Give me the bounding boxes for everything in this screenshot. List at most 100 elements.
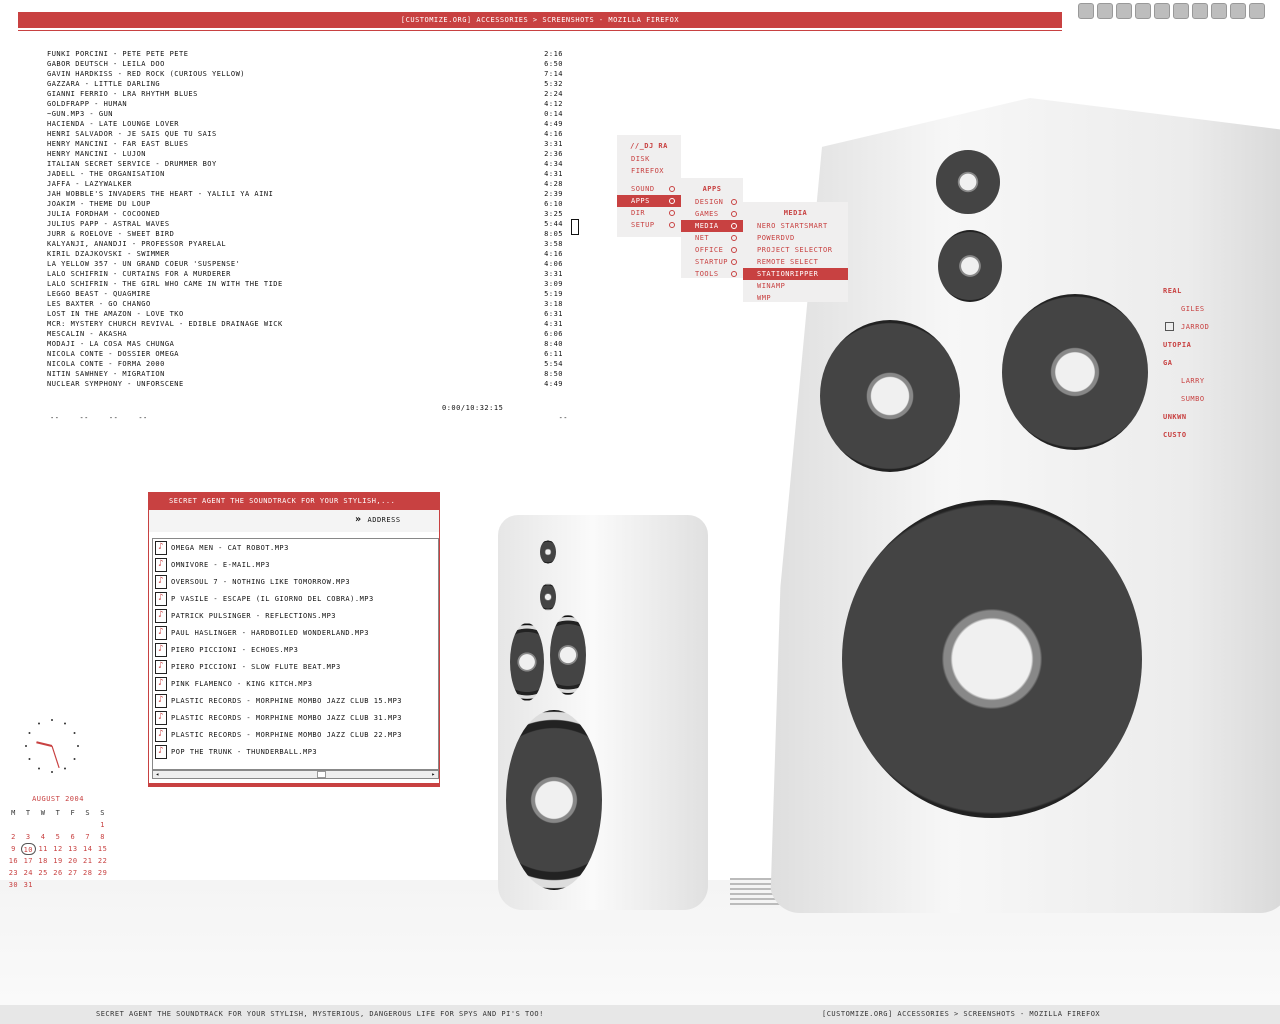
menu-item-firefox[interactable]: firefox: [631, 167, 665, 175]
drive-icon[interactable]: [1116, 3, 1132, 19]
calendar-day[interactable]: 28: [83, 869, 93, 877]
playlist-row[interactable]: nicola conte - dossier omega6:11: [47, 349, 563, 359]
calendar-day[interactable]: 10: [20, 843, 36, 855]
window-icon[interactable]: [1173, 3, 1189, 19]
file-row[interactable]: plastic records - morphine mombo jazz cl…: [153, 692, 438, 709]
playlist-row[interactable]: jurr & roelove - sweet bird8:05: [47, 229, 563, 239]
mouse-icon[interactable]: [1097, 3, 1113, 19]
menu-item-setup[interactable]: setup: [617, 219, 681, 231]
calendar-day[interactable]: 19: [53, 857, 63, 865]
launcher-item-larry[interactable]: larry: [1181, 377, 1205, 385]
menu-item-tools[interactable]: tools: [681, 268, 743, 280]
playlist-row[interactable]: henri salvador - je sais que tu sais4:16: [47, 129, 563, 139]
playlist-row[interactable]: kalyanji, anandji - professor pyarelal3:…: [47, 239, 563, 249]
calendar-day[interactable]: 1: [100, 821, 105, 829]
calendar-day[interactable]: 31: [23, 881, 33, 889]
playlist-control-button[interactable]: --: [108, 414, 119, 422]
launcher-item-ga[interactable]: ga: [1163, 359, 1173, 367]
calendar-day[interactable]: 6: [70, 833, 76, 841]
playlist-row[interactable]: nitin sawhney - migration8:50: [47, 369, 563, 379]
menu-item-remote-select[interactable]: remote select: [757, 258, 819, 266]
menu-item-games[interactable]: games: [681, 208, 743, 220]
launcher-item-real[interactable]: real: [1163, 287, 1182, 295]
file-row[interactable]: piero piccioni - echoes.mp3: [153, 641, 438, 658]
playlist-row[interactable]: goldfrapp - human4:12: [47, 99, 563, 109]
calendar-day[interactable]: 30: [8, 881, 19, 889]
menu-item-winamp[interactable]: winamp: [757, 282, 786, 290]
playlist-row[interactable]: leggo beast - quagmire5:19: [47, 289, 563, 299]
playlist-row[interactable]: jaffa - lazywalker4:28: [47, 179, 563, 189]
window-titlebar[interactable]: [customize.org] accessories > screenshot…: [18, 12, 1062, 30]
monitor-icon[interactable]: [1211, 3, 1227, 19]
playlist-row[interactable]: gabor deutsch - leila doo6:50: [47, 59, 563, 69]
cd-icon[interactable]: [1192, 3, 1208, 19]
menu-item-powerdvd[interactable]: powerdvd: [757, 234, 795, 242]
scrollbar-thumb[interactable]: [316, 771, 326, 778]
launcher-item-giles[interactable]: giles: [1181, 305, 1205, 313]
file-row[interactable]: plastic records - morphine mombo jazz cl…: [153, 709, 438, 726]
file-row[interactable]: plastic records - morphine mombo jazz cl…: [153, 726, 438, 743]
menu-item-net[interactable]: net: [681, 232, 743, 244]
calendar-day[interactable]: 11: [38, 845, 48, 853]
calendar-day[interactable]: 22: [97, 857, 108, 865]
address-button[interactable]: » address: [355, 514, 401, 525]
playlist-row[interactable]: funki porcini - pete pete pete2:16: [47, 49, 563, 59]
launcher-item-custo[interactable]: custo: [1163, 431, 1187, 439]
network-icon[interactable]: [1135, 3, 1151, 19]
menu-item-apps[interactable]: apps: [617, 195, 681, 207]
playlist-row[interactable]: joakim - theme du loup6:10: [47, 199, 563, 209]
calendar-day[interactable]: 27: [68, 869, 78, 877]
playlist-row[interactable]: mcr: mystery church revival - edible dra…: [47, 319, 563, 329]
playlist-row[interactable]: kiril dzajkovski - swimmer4:16: [47, 249, 563, 259]
playlist-row[interactable]: lalo schifrin - the girl who came in wit…: [47, 279, 563, 289]
playlist-row[interactable]: jadell - the organisation4:31: [47, 169, 563, 179]
launcher-item-sumbo[interactable]: sumbo: [1181, 395, 1205, 403]
playlist-row[interactable]: julius papp - astral waves5:44: [47, 219, 563, 229]
launcher-item-unkwn[interactable]: unkwn: [1163, 413, 1187, 421]
tools-icon[interactable]: [1249, 3, 1265, 19]
file-manager-titlebar[interactable]: secret agent the soundtrack for your sty…: [149, 493, 439, 510]
menu-item-office[interactable]: office: [681, 244, 743, 256]
playlist-row[interactable]: gianni ferrio - lra rhythm blues2:24: [47, 89, 563, 99]
file-row[interactable]: omnivore - e-mail.mp3: [153, 556, 438, 573]
menu-item-dir[interactable]: dir: [617, 207, 681, 219]
playlist-row[interactable]: gavin hardkiss - red rock (curious yello…: [47, 69, 563, 79]
brush-icon[interactable]: [1154, 3, 1170, 19]
file-row[interactable]: omega men - cat robot.mp3: [153, 539, 438, 556]
calendar-day[interactable]: 15: [97, 845, 108, 853]
firefox-icon[interactable]: [1078, 3, 1094, 19]
file-row[interactable]: pop the trunk - thunderball.mp3: [153, 743, 438, 760]
playlist-row[interactable]: ~gun.mp3 - gun0:14: [47, 109, 563, 119]
calendar-day[interactable]: 16: [8, 857, 19, 865]
calendar-day[interactable]: 23: [8, 869, 19, 877]
calendar-day[interactable]: 13: [68, 845, 78, 853]
file-row[interactable]: patrick pulsinger - reflections.mp3: [153, 607, 438, 624]
calendar-day[interactable]: 26: [53, 869, 63, 877]
file-row[interactable]: piero piccioni - slow flute beat.mp3: [153, 658, 438, 675]
calendar-day[interactable]: 14: [83, 845, 93, 853]
menu-item-project-selector[interactable]: project selector: [757, 246, 833, 254]
file-row[interactable]: paul haslinger - hardboiled wonderland.m…: [153, 624, 438, 641]
menu-item-sound[interactable]: sound: [617, 183, 681, 195]
launcher-item-jarrod[interactable]: jarrod: [1163, 318, 1263, 336]
menu-item-media[interactable]: media: [681, 220, 743, 232]
file-row[interactable]: pink flamenco - king kitch.mp3: [153, 675, 438, 692]
playlist-row[interactable]: gazzara - little darling5:32: [47, 79, 563, 89]
playlist-row[interactable]: julia fordham - cocooned3:25: [47, 209, 563, 219]
file-row[interactable]: oversoul 7 - nothing like tomorrow.mp3: [153, 573, 438, 590]
calendar-day[interactable]: 9: [11, 845, 16, 853]
menu-item-stationripper[interactable]: stationripper: [743, 268, 848, 280]
file-row[interactable]: p vasile - escape (il giorno del cobra).…: [153, 590, 438, 607]
menu-item-disk[interactable]: disk: [631, 155, 650, 163]
menu-item-nero-startsmart[interactable]: nero startsmart: [757, 222, 828, 230]
calendar-day[interactable]: 12: [53, 845, 63, 853]
horizontal-scrollbar[interactable]: ◂ ▸: [152, 770, 439, 779]
calendar-day[interactable]: 5: [55, 833, 61, 841]
calendar-day[interactable]: 4: [40, 833, 46, 841]
playlist-row[interactable]: la yellow 357 - un grand coeur 'suspense…: [47, 259, 563, 269]
playlist-control-button[interactable]: --: [50, 414, 60, 422]
menu-item-wmp[interactable]: wmp: [757, 294, 772, 302]
calendar-day[interactable]: 2: [11, 833, 16, 841]
calendar-day[interactable]: 18: [38, 857, 48, 865]
